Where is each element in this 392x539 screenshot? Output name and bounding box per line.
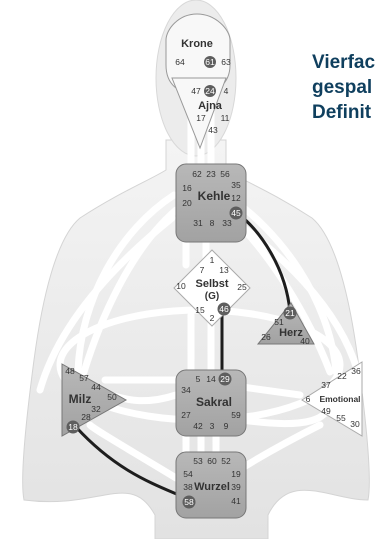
gate-53: 53 xyxy=(193,456,203,466)
gate-18: 18 xyxy=(68,422,78,432)
kehle-label: Kehle xyxy=(198,189,231,203)
gate-42: 42 xyxy=(193,421,203,431)
gate-1: 1 xyxy=(210,255,215,265)
gate-35: 35 xyxy=(231,180,241,190)
gate-50: 50 xyxy=(107,392,117,402)
gate-26: 26 xyxy=(261,332,271,342)
gate-39: 39 xyxy=(231,482,241,492)
gate-19: 19 xyxy=(231,469,241,479)
gate-9: 9 xyxy=(224,421,229,431)
gate-37: 37 xyxy=(321,380,331,390)
milz-label: Milz xyxy=(69,392,92,406)
gate-36: 36 xyxy=(351,366,361,376)
gate-7: 7 xyxy=(200,265,205,275)
gate-63: 63 xyxy=(221,57,231,67)
gate-2: 2 xyxy=(210,313,215,323)
gate-12: 12 xyxy=(231,193,241,203)
emotional-label: Emotional xyxy=(319,394,360,404)
gate-44: 44 xyxy=(91,382,101,392)
gate-46: 46 xyxy=(219,304,229,314)
gate-48: 48 xyxy=(65,366,75,376)
gate-33: 33 xyxy=(222,218,232,228)
gate-6: 6 xyxy=(306,394,311,404)
gate-30: 30 xyxy=(350,419,360,429)
gate-17: 17 xyxy=(196,113,206,123)
gate-13: 13 xyxy=(219,265,229,275)
gate-41: 41 xyxy=(231,496,241,506)
gate-64: 64 xyxy=(175,57,185,67)
gate-56: 56 xyxy=(220,169,230,179)
gate-16: 16 xyxy=(182,183,192,193)
gate-54: 54 xyxy=(183,469,193,479)
gate-10: 10 xyxy=(176,281,186,291)
gate-43: 43 xyxy=(208,125,218,135)
gate-4: 4 xyxy=(224,86,229,96)
gate-52: 52 xyxy=(221,456,231,466)
gate-51: 51 xyxy=(274,317,284,327)
gate-27: 27 xyxy=(181,410,191,420)
gate-58: 58 xyxy=(184,497,194,507)
selbst-label: Selbst xyxy=(195,278,228,290)
gate-5: 5 xyxy=(196,374,201,384)
gate-29: 29 xyxy=(220,374,230,384)
gate-32: 32 xyxy=(91,404,101,414)
gate-3: 3 xyxy=(210,421,215,431)
gate-55: 55 xyxy=(336,413,346,423)
gate-57: 57 xyxy=(79,373,89,383)
gate-25: 25 xyxy=(237,282,247,292)
gate-11: 11 xyxy=(221,113,230,123)
gate-14: 14 xyxy=(206,374,216,384)
gate-60: 60 xyxy=(207,456,217,466)
gate-15: 15 xyxy=(195,305,205,315)
gate-8: 8 xyxy=(210,218,215,228)
gate-62: 62 xyxy=(192,169,202,179)
center-sakral: 5 14 29 34 Sakral 27 59 42 3 9 xyxy=(176,370,246,436)
gate-28: 28 xyxy=(81,412,91,422)
gate-31: 31 xyxy=(193,218,203,228)
selbst-label-g: (G) xyxy=(205,291,219,302)
gate-59: 59 xyxy=(231,410,241,420)
gate-61: 61 xyxy=(205,57,215,67)
sakral-label: Sakral xyxy=(196,395,232,409)
gate-21: 21 xyxy=(285,308,295,318)
gate-47: 47 xyxy=(191,86,201,96)
gate-24: 24 xyxy=(205,86,215,96)
gate-45: 45 xyxy=(231,208,241,218)
gate-40: 40 xyxy=(300,336,310,346)
gate-38: 38 xyxy=(183,482,193,492)
wurzel-label: Wurzel xyxy=(194,481,230,493)
gate-34: 34 xyxy=(181,385,191,395)
gate-23: 23 xyxy=(206,169,216,179)
gate-22: 22 xyxy=(337,371,347,381)
center-kehle: 62 23 56 16 35 20 Kehle 12 45 31 8 33 xyxy=(176,164,246,242)
krone-label: Krone xyxy=(181,38,213,50)
gate-20: 20 xyxy=(182,198,192,208)
center-wurzel: 53 60 52 54 19 38 Wurzel 39 58 41 xyxy=(176,452,246,518)
ajna-label: Ajna xyxy=(198,100,223,112)
gate-49: 49 xyxy=(321,406,331,416)
